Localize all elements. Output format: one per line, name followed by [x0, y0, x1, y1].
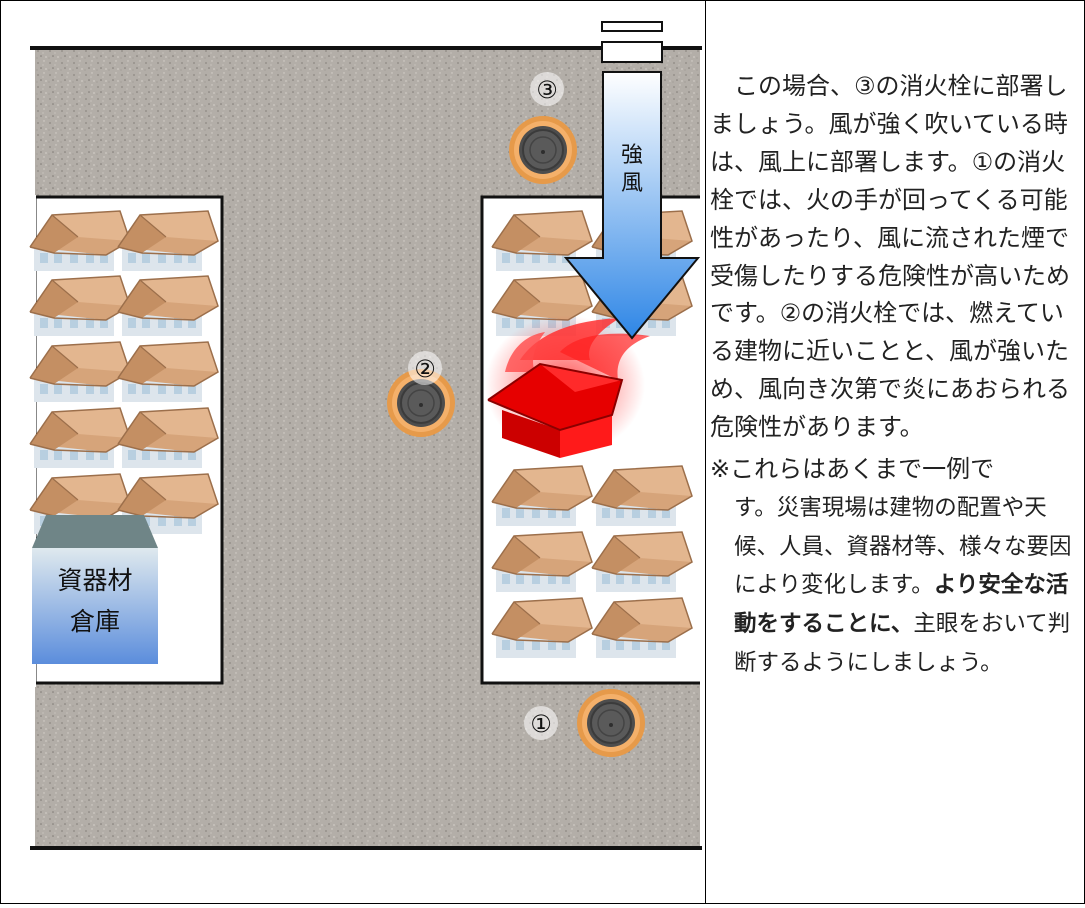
warehouse-label-line1: 資器材 [57, 566, 132, 595]
wind-arrow: 強 風 [563, 21, 701, 340]
hydrant-3-label: ③ [536, 76, 558, 104]
note-body-1: す。災害現場は建物の配置や天候、人員、資器材等、様々な要因により変化します。 [734, 494, 1072, 599]
note-body-2: 主眼をおいて判断するようにしましょう。 [734, 611, 1071, 676]
note-head: ※これらはあくまで一例で [710, 455, 995, 484]
hydrant-3 [508, 115, 578, 185]
note-emphasis: より安全な活動をすることに、 [734, 572, 1069, 638]
hydrant-1-label: ① [530, 710, 552, 738]
hydrant-2-label: ② [414, 355, 436, 383]
left-houses [29, 210, 219, 535]
warehouse: 資器材 倉庫 [32, 515, 158, 664]
burning-building [485, 315, 650, 458]
wind-label-2: 風 [621, 171, 643, 196]
panel-divider [705, 0, 706, 904]
site-map: 資器材 倉庫 ③ ② ① 強 風 [29, 21, 709, 850]
warehouse-label-line2: 倉庫 [70, 607, 120, 636]
note: ※これらはあくまで一例で す。災害現場は建物の配置や天候、人員、資器材等、様々な… [710, 451, 1082, 682]
explanation-panel: この場合、③の消火栓に部署しましょう。風が強く吹いている時は、風上に部署します。… [710, 68, 1082, 682]
site-map-svg: 資器材 倉庫 ③ ② ① 強 風 [29, 21, 709, 850]
wind-label-1: 強 [621, 143, 643, 168]
note-body: す。災害現場は建物の配置や天候、人員、資器材等、様々な要因により変化します。より… [710, 489, 1082, 682]
hydrant-1 [576, 688, 646, 758]
explanation-paragraph: この場合、③の消火栓に部署しましょう。風が強く吹いている時は、風上に部署します。… [710, 72, 1070, 442]
